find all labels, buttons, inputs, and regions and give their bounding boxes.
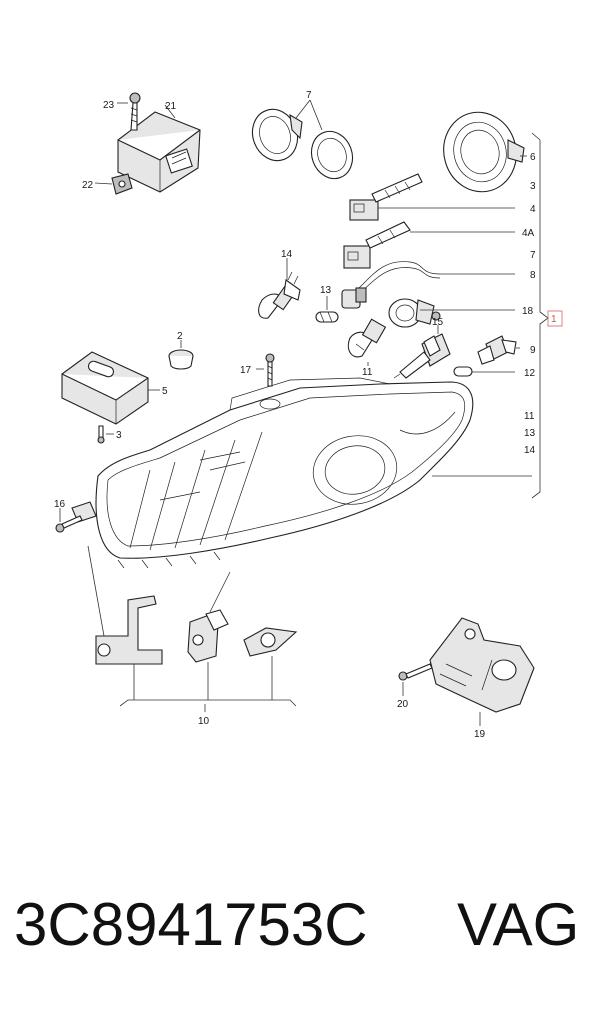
- screw-part-16: [55, 515, 83, 533]
- bulb-part-12: [453, 366, 473, 377]
- ballast-part-5: [61, 351, 149, 425]
- exploded-parts-diagram: 23 21 22 7 6 3 4 4A 7 8 14 13 18 1 15 9 …: [54, 90, 563, 740]
- callout-5: 5: [162, 386, 168, 397]
- callout-15: 15: [432, 317, 444, 328]
- screw-part-3: [97, 425, 105, 444]
- bulb-part-13: [315, 311, 339, 323]
- callout-7-list: 7: [530, 250, 536, 261]
- repair-bracket-part-10-c: [243, 627, 298, 657]
- callout-13-top: 13: [320, 285, 332, 296]
- bracket-part-19: [429, 617, 535, 713]
- callout-4a: 4A: [522, 228, 535, 239]
- callout-12: 12: [524, 368, 536, 379]
- headlight-housing: [71, 377, 474, 569]
- callout-23: 23: [103, 100, 115, 111]
- callout-14-top: 14: [281, 249, 293, 260]
- control-module-part-21: [117, 111, 201, 193]
- callout-4: 4: [530, 204, 536, 215]
- callout-2: 2: [177, 331, 183, 342]
- clip-part-22: [111, 173, 133, 195]
- callout-3-list: 3: [530, 181, 536, 192]
- callout-16: 16: [54, 499, 66, 510]
- screw-part-17: [265, 353, 275, 387]
- ring-part-7-right: [310, 130, 354, 180]
- callout-21: 21: [165, 101, 177, 112]
- callout-11-list: 11: [524, 411, 535, 422]
- part-number: 3C8941753C: [14, 891, 368, 958]
- bulb-part-9: [477, 335, 517, 365]
- xenon-bulb-part-15: [393, 333, 451, 379]
- callout-20: 20: [397, 699, 409, 710]
- bulb-part-14: [258, 271, 301, 319]
- callout-7-top: 7: [306, 90, 312, 101]
- callout-1: 1: [551, 314, 557, 325]
- brand-name: VAG: [457, 891, 580, 958]
- repair-bracket-part-10-b: [187, 609, 229, 663]
- callout-3: 3: [116, 430, 122, 441]
- part-caption: 3C8941753C VAG: [0, 890, 600, 980]
- callout-18: 18: [522, 306, 534, 317]
- ring-part-7-left: [251, 108, 303, 162]
- callout-8: 8: [530, 270, 536, 281]
- group-bracket-part-1: [531, 132, 563, 499]
- callout-9: 9: [530, 345, 536, 356]
- socket-part-18: [388, 298, 441, 328]
- callout-22: 22: [82, 180, 94, 191]
- callout-6: 6: [530, 152, 536, 163]
- screw-part-20: [398, 663, 433, 681]
- callout-14-list: 14: [524, 445, 536, 456]
- callout-13-list: 13: [524, 428, 536, 439]
- callout-11-top: 11: [362, 367, 373, 378]
- screw-part-23: [129, 92, 141, 131]
- wiring-part-8: [341, 261, 441, 309]
- callout-19: 19: [474, 729, 486, 740]
- connector-part-4: [349, 173, 423, 221]
- callout-10: 10: [198, 716, 210, 727]
- plug-part-2: [168, 349, 194, 370]
- callout-17: 17: [240, 365, 252, 376]
- connector-part-4a: [343, 221, 411, 269]
- cap-part-6: [443, 111, 525, 193]
- bulb-part-11: [347, 318, 387, 358]
- repair-bracket-part-10-a: [95, 595, 163, 665]
